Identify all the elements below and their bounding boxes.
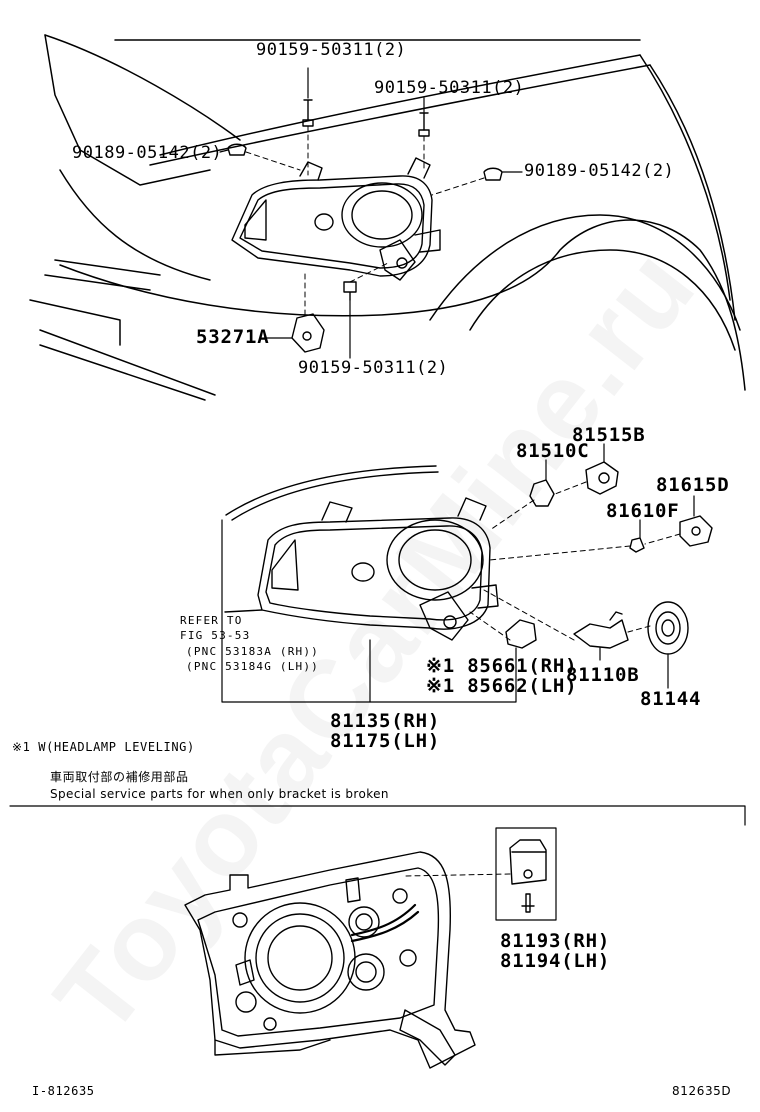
label-screw-right: 90159-50311(2) [374, 78, 525, 98]
label-bulb-f: 81610F [606, 500, 680, 522]
upper-leaders [219, 67, 523, 359]
middle-headlamp [224, 497, 499, 641]
label-clip-right: 90189-05142(2) [524, 161, 675, 181]
note-english: Special service parts for when only brac… [50, 787, 389, 801]
footer-left-code: I-812635 [32, 1084, 95, 1098]
footer-right-code: 812635D [672, 1084, 732, 1098]
label-refer-2: FIG 53-53 [180, 629, 251, 642]
upper-dashed-lines [245, 125, 485, 316]
note-separator-line [9, 805, 746, 826]
label-lamp-rh: 81135(RH) [330, 710, 441, 732]
label-refer-1: REFER TO [180, 614, 243, 627]
upper-fasteners [227, 99, 503, 353]
label-bulb-main: 81110B [566, 664, 640, 686]
label-bracket: 53271A [196, 326, 270, 348]
label-refer-4: (PNC 53184G (LH)) [186, 660, 319, 673]
middle-trim-strip [225, 465, 439, 521]
label-screw-bottom: 90159-50311(2) [298, 358, 449, 378]
note-leveling: ※1 W(HEADLAMP LEVELING) [12, 740, 195, 754]
label-refer-3: (PNC 53183A (RH)) [186, 645, 319, 658]
label-lamp-lh: 81175(LH) [330, 730, 441, 752]
label-cover: 81144 [640, 688, 702, 710]
label-bulb-c: 81510C [516, 440, 590, 462]
lower-bracket-part [495, 827, 557, 921]
label-clip-left: 90189-05142(2) [72, 143, 223, 163]
label-bracket-rh: 81193(RH) [500, 930, 611, 952]
label-bracket-lh: 81194(LH) [500, 950, 611, 972]
middle-small-parts [505, 461, 713, 655]
label-screw-left: 90159-50311(2) [256, 40, 407, 60]
vehicle-body-outline [29, 34, 746, 401]
label-socket-d: 81615D [656, 474, 730, 496]
middle-leaders [221, 443, 695, 703]
label-leveling-lh: ※1 85662(LH) [426, 675, 578, 697]
lower-dashed-line [404, 873, 511, 877]
label-leveling-rh: ※1 85661(RH) [426, 655, 578, 677]
upper-headlamp [231, 157, 441, 281]
note-japanese: 車両取付部の補修用部品 [50, 770, 189, 784]
middle-dashed-lines [469, 481, 681, 641]
label-socket-b: 81515B [572, 424, 646, 446]
lower-housing [184, 851, 476, 1069]
